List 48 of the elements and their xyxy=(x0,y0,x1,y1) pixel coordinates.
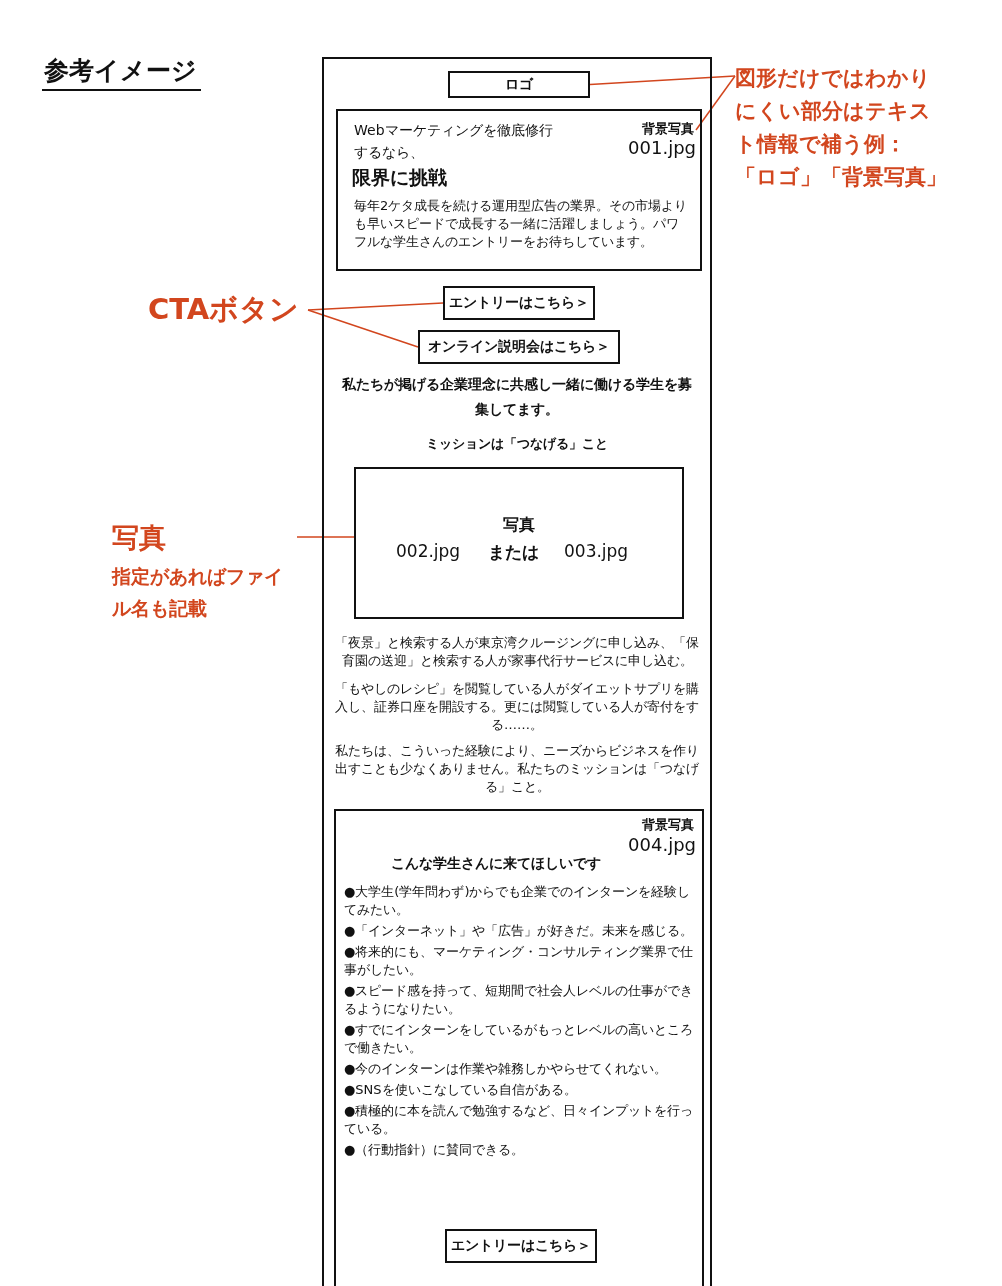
entry-button xyxy=(445,1229,597,1263)
mission-heading: ミッションは「つなげる」こと xyxy=(425,435,609,453)
file-name: 004.jpg xyxy=(628,834,696,855)
annotation-heading: CTAボタン xyxy=(148,291,300,328)
background-photo-label: 背景写真 xyxy=(642,816,694,834)
hero-lead: Webマーケティングを徹底修行するなら、 xyxy=(354,121,554,162)
annotation-note: 指定があればファイル名も記載 xyxy=(112,564,284,621)
entry-button-label: エントリーはこちら＞ xyxy=(451,1237,591,1255)
bullet-item: ●将来的にも、マーケティング・コンサルティング業界で仕事がしたい。 xyxy=(344,943,695,979)
story-paragraph: 私たちは、こういった経験により、ニーズからビジネスを作り出すことも少なくありません。私たちのミッションは「つなげる」こと。 xyxy=(334,742,700,796)
online-session-button xyxy=(418,330,620,364)
placeholder-label: ロゴ xyxy=(505,75,533,94)
entry-button-label: エントリーはこちら＞ xyxy=(449,294,589,312)
leader-line xyxy=(296,536,355,538)
recruit-section xyxy=(334,809,704,1286)
bullet-item: ●積極的に本を読んで勉強するなど、日々インプットを行っている。 xyxy=(344,1102,695,1138)
file-name: 001.jpg xyxy=(628,137,696,158)
image-frame xyxy=(354,467,684,619)
bullet-item: ●（行動指針）に賛同できる。 xyxy=(344,1141,526,1159)
leader-line xyxy=(307,302,444,311)
leader-line xyxy=(307,309,419,348)
annotation-heading: 写真 xyxy=(112,521,166,555)
entry-button xyxy=(443,286,595,320)
file-name: 003.jpg xyxy=(564,541,629,561)
header-placeholder-box xyxy=(448,71,590,98)
phone-frame xyxy=(322,57,712,1286)
annotation-note: 図形だけではわかりにくい部分はテキスト情報で補う例：「ロゴ」「背景写真」 xyxy=(735,65,947,191)
bullet-item: ●すでにインターンをしているがもっとレベルの高いところで働きたい。 xyxy=(344,1021,695,1057)
bullet-item: ●大学生(学年問わず)からでも企業でのインターンを経験してみたい。 xyxy=(344,883,692,919)
hero-body: 毎年2ケタ成長を続ける運用型広告の業界。その市場よりも早いスピードで成長する一緒に活躍しましょう。パワフルな学生さんのエントリーをお待ちしています。 xyxy=(354,197,689,251)
story-paragraph: 「もやしのレシピ」を閲覧している人がダイエットサプリを購入し、証券口座を開設する。更には閲覧している人が寄付をする……。 xyxy=(334,680,700,734)
bullet-item: ●今のインターンは作業や雑務しかやらせてくれない。 xyxy=(344,1060,669,1078)
photo-label: 写真 xyxy=(502,515,536,536)
file-name: 002.jpg xyxy=(396,541,461,561)
bullet-item: ●スピード感を持って、短期間で社会人レベルの仕事ができるようになりたい。 xyxy=(344,982,695,1018)
story-paragraph: 「夜景」と検索する人が東京湾クルージングに申し込み、「保育園の送迎」と検索する人が家事代行サービスに申し込む。 xyxy=(334,634,700,670)
section-heading: こんな学生さんに来てほしいです xyxy=(390,855,602,873)
leader-line xyxy=(695,75,736,131)
bullet-item: ●「インターネット」や「広告」が好きだ。未来を感じる。 xyxy=(344,922,695,940)
hero-heading: 限界に挑戦 xyxy=(352,165,447,190)
bullet-item: ●SNSを使いこなしている自信がある。 xyxy=(344,1081,578,1099)
or-label: または xyxy=(488,541,539,564)
hero-section xyxy=(336,109,702,271)
leader-line xyxy=(589,75,736,86)
intro-text: 私たちが掲げる企業理念に共感し一緒に働ける学生を募集してます。 xyxy=(342,375,692,419)
online-session-button-label: オンライン説明会はこちら＞ xyxy=(428,338,610,356)
page-title: 参考イメージ xyxy=(42,54,201,91)
background-photo-label: 背景写真 xyxy=(642,120,694,138)
